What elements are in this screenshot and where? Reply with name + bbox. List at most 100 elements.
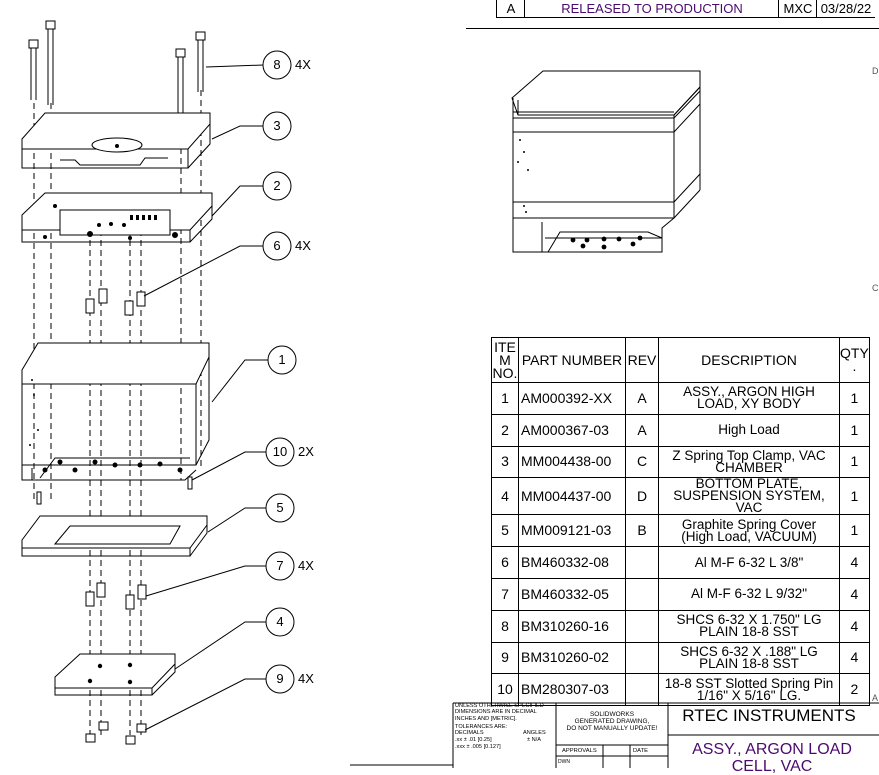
part-1-xy-body bbox=[21, 342, 210, 481]
bom-row: 4 MM004437-00 D BOTTOM PLATE,SUSPENSION … bbox=[491, 477, 870, 516]
part-8-long-screws bbox=[28, 20, 206, 118]
bom-qty: 1 bbox=[839, 445, 870, 479]
balloon-5-number: 5 bbox=[276, 500, 284, 515]
bom-part-number: BM280307-03 bbox=[518, 673, 626, 707]
bom-qty: 1 bbox=[839, 413, 870, 447]
bom-qty: 4 bbox=[839, 577, 870, 611]
balloon-9-number: 9 bbox=[276, 671, 284, 686]
bom-item-number: 3 bbox=[491, 445, 519, 479]
balloon-9-qty: 4X bbox=[298, 671, 314, 686]
bom-item-number: 10 bbox=[491, 673, 519, 707]
bom-rev: D bbox=[625, 477, 659, 516]
edge-mark-a: A bbox=[872, 693, 879, 703]
part-9-short-screws bbox=[85, 721, 147, 745]
bom-rev bbox=[625, 577, 659, 611]
bom-item-number: 7 bbox=[491, 577, 519, 611]
bom-part-number: AM000367-03 bbox=[518, 413, 626, 447]
approvals-label: APPROVALS bbox=[562, 748, 597, 754]
bom-item-number: 9 bbox=[491, 641, 519, 675]
bom-item-number: 8 bbox=[491, 609, 519, 643]
bom-qty: 4 bbox=[839, 609, 870, 643]
part-4-bottom-plate bbox=[54, 653, 176, 696]
rev-description: RELEASED TO PRODUCTION bbox=[524, 0, 779, 18]
rev-date: 03/28/22 bbox=[816, 0, 875, 18]
bom-rev bbox=[625, 673, 659, 707]
bom-qty: 4 bbox=[839, 546, 870, 579]
balloon-8-number: 8 bbox=[273, 57, 281, 72]
bom-row: 5 MM009121-03 B Graphite Spring Cover(Hi… bbox=[491, 514, 870, 548]
bom-part-number: BM460332-05 bbox=[518, 577, 626, 611]
bom-rev: A bbox=[625, 382, 659, 415]
balloon-7-number: 7 bbox=[276, 558, 284, 573]
bom-header-part-number: PART NUMBER bbox=[518, 337, 626, 383]
balloon-8-qty: 4X bbox=[295, 57, 311, 72]
bom-description: Graphite Spring Cover(High Load, VACUUM) bbox=[658, 514, 840, 548]
bom-part-number: MM004438-00 bbox=[518, 445, 626, 479]
edge-mark-d: D bbox=[872, 66, 879, 76]
drawing-title: ASSY., ARGON LOAD CELL, VAC bbox=[692, 741, 852, 775]
bom-item-number: 2 bbox=[491, 413, 519, 447]
bom-part-number: BM310260-02 bbox=[518, 641, 626, 675]
bom-rev bbox=[625, 609, 659, 643]
bom-row: 7 BM460332-05 Al M-F 6-32 L 9/32" 4 bbox=[491, 577, 870, 611]
rev-letter: A bbox=[496, 0, 525, 18]
part-5-spring-cover bbox=[21, 515, 208, 557]
balloon-7-qty: 4X bbox=[298, 558, 314, 573]
edge-mark-c: C bbox=[872, 283, 879, 293]
bom-rev bbox=[625, 641, 659, 675]
balloon-3-number: 3 bbox=[273, 118, 281, 133]
bom-row: 6 BM460332-08 Al M-F 6-32 L 3/8" 4 bbox=[491, 546, 870, 579]
bom-rev bbox=[625, 546, 659, 579]
balloon-10-qty: 2X bbox=[298, 444, 314, 459]
balloon-4-number: 4 bbox=[276, 614, 284, 629]
company-name: RTEC INSTRUMENTS bbox=[682, 706, 856, 725]
bom-rev: B bbox=[625, 514, 659, 548]
isometric-view bbox=[511, 70, 701, 253]
balloon-6-number: 6 bbox=[273, 238, 281, 253]
drawn-label: DWN bbox=[558, 759, 570, 765]
bom-description: High Load bbox=[658, 413, 840, 447]
bom-qty: 1 bbox=[839, 514, 870, 548]
bom-part-number: MM004437-00 bbox=[518, 477, 626, 516]
bom-header-description: DESCRIPTION bbox=[658, 337, 840, 383]
bom-qty: 1 bbox=[839, 382, 870, 415]
bom-header-qty: QTY. bbox=[839, 337, 870, 383]
part-6-standoffs bbox=[85, 288, 146, 316]
bom-item-number: 4 bbox=[491, 477, 519, 516]
bom-description: Al M-F 6-32 L 3/8" bbox=[658, 546, 840, 579]
bom-header-rev: REV bbox=[625, 337, 659, 383]
date-label: DATE bbox=[633, 748, 649, 754]
bom-item-number: 5 bbox=[491, 514, 519, 548]
part-2-high-load-board bbox=[21, 192, 213, 243]
bom-qty: 1 bbox=[839, 477, 870, 516]
solidworks-note: SOLIDWORKS GENERATED DRAWING, DO NOT MAN… bbox=[566, 711, 658, 732]
part-7-standoffs bbox=[85, 582, 147, 610]
tolerance-notes: UNLESS OTHERWISE SPECIFIED DIMENSIONS AR… bbox=[455, 703, 546, 751]
balloon-6-qty: 4X bbox=[295, 238, 311, 253]
bom-row: 10 BM280307-03 18-8 SST Slotted Spring P… bbox=[491, 673, 870, 707]
bom-item-number: 6 bbox=[491, 546, 519, 579]
bom-part-number: AM000392-XX bbox=[518, 382, 626, 415]
bom-description: Al M-F 6-32 L 9/32" bbox=[658, 577, 840, 611]
revision-strip: A RELEASED TO PRODUCTION MXC 03/28/22 bbox=[466, 0, 879, 29]
bom-rev: A bbox=[625, 413, 659, 447]
bom-item-number: 1 bbox=[491, 382, 519, 415]
bom-qty: 4 bbox=[839, 641, 870, 675]
part-3-top-clamp bbox=[21, 112, 211, 169]
bom-description: BOTTOM PLATE,SUSPENSION SYSTEM, VAC bbox=[658, 477, 840, 516]
balloon-1-number: 1 bbox=[278, 352, 286, 367]
balloon-10-number: 10 bbox=[272, 444, 288, 459]
bom-part-number: MM009121-03 bbox=[518, 514, 626, 548]
